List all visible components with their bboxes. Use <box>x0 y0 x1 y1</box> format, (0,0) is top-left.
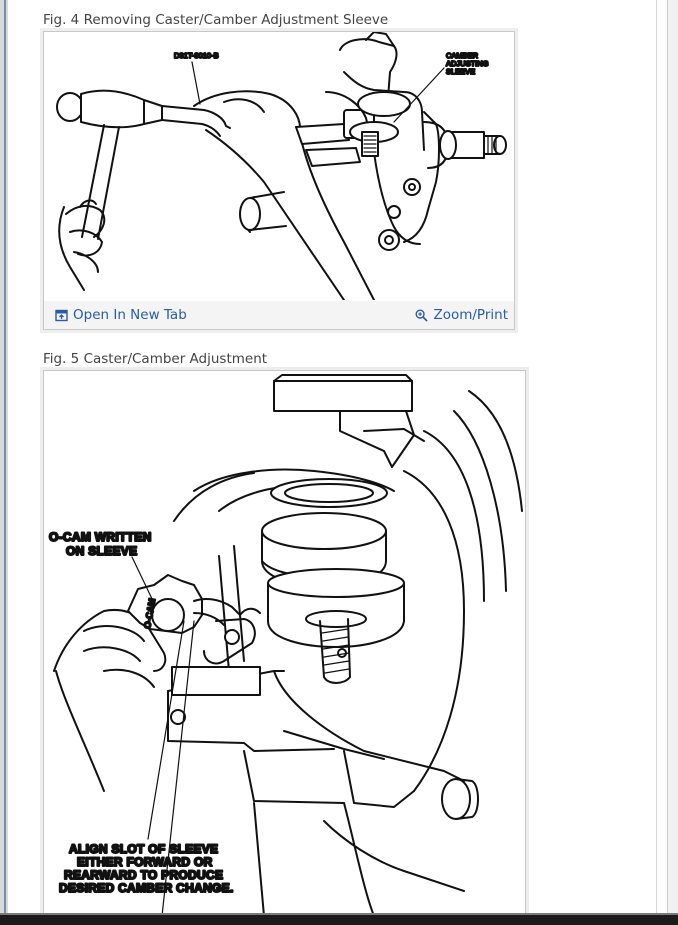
magnifier-zoom-icon <box>415 309 429 322</box>
zoom-print-label: Zoom/Print <box>433 307 508 323</box>
align-label-line-3: REARWARD TO PRODUCE <box>64 868 223 882</box>
open-in-new-tab-link[interactable]: Open In New Tab <box>55 307 187 323</box>
scrollbar-track[interactable] <box>656 0 678 915</box>
taskbar-edge <box>0 913 678 925</box>
figure-4-card: D81T-3010-B CAMBER ADJUSTING SLEEVE Open… <box>43 31 515 330</box>
callout-line-1: CAMBER <box>446 51 479 60</box>
part-number-label: D81T-3010-B <box>174 51 219 60</box>
figure-5-caption: Fig. 5 Caster/Camber Adjustment <box>43 351 268 367</box>
callout-line-3: SLEEVE <box>446 67 475 76</box>
figure-5-card: O-CAM WRITTEN ON SLEEVE O-CAM ALIGN SLOT… <box>43 370 526 917</box>
figure-4-caption: Fig. 4 Removing Caster/Camber Adjustment… <box>43 12 389 28</box>
figure-4-illustration[interactable]: D81T-3010-B CAMBER ADJUSTING SLEEVE <box>44 32 514 300</box>
align-label-line-4: DESIRED CAMBER CHANGE. <box>59 881 234 895</box>
ocam-label-line-2: ON SLEEVE <box>66 544 137 558</box>
ocam-label-line-1: O-CAM WRITTEN <box>49 530 152 544</box>
open-in-new-tab-icon <box>55 309 68 321</box>
window-left-edge <box>0 0 8 915</box>
align-label-line-2: EITHER FORWARD OR <box>77 855 213 869</box>
callout-line-2: ADJUSTING <box>446 59 489 68</box>
open-in-new-tab-label: Open In New Tab <box>73 307 187 323</box>
zoom-print-link[interactable]: Zoom/Print <box>415 307 508 323</box>
figure-5-illustration[interactable]: O-CAM WRITTEN ON SLEEVE O-CAM ALIGN SLOT… <box>44 371 525 916</box>
align-label-line-1: ALIGN SLOT OF SLEEVE <box>69 842 218 856</box>
figure-4-actions: Open In New Tab Zoom/Print <box>44 301 514 329</box>
